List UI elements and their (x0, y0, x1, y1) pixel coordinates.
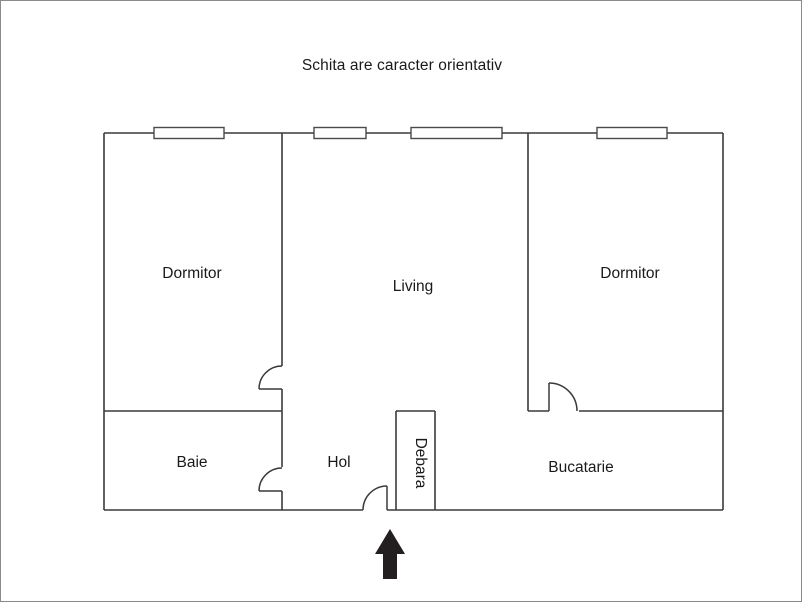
window-living-right (410, 126, 503, 140)
window-living-left (313, 126, 367, 140)
room-label-dormitor-left: Dormitor (162, 265, 221, 282)
room-label-baie: Baie (176, 454, 207, 471)
door-arc-entrance (362, 485, 388, 511)
windows (153, 126, 668, 140)
page-title: Schita are caracter orientativ (301, 57, 503, 74)
room-label-debara: Debara (412, 438, 429, 489)
doors (258, 365, 578, 511)
entrance-arrow (375, 529, 405, 579)
door-arc-baie (258, 467, 283, 492)
interior-walls (104, 133, 723, 510)
window-dormitor-right (596, 126, 668, 140)
room-label-dormitor-right: Dormitor (600, 265, 659, 282)
window-dormitor-left (153, 126, 225, 140)
door-arc-dormitor-right (548, 382, 578, 412)
door-baie (258, 467, 283, 492)
entrance-arrow-shape (375, 529, 405, 579)
door-dormitor-left (258, 365, 283, 390)
door-entrance (362, 485, 388, 511)
door-dormitor-right (548, 382, 578, 412)
room-label-hol: Hol (327, 454, 350, 471)
room-label-living: Living (393, 278, 434, 295)
door-arc-dormitor-left (258, 365, 283, 390)
room-labels: Dormitor Living Dormitor Baie Hol Debara… (162, 265, 659, 489)
room-label-bucatarie: Bucatarie (548, 459, 613, 476)
